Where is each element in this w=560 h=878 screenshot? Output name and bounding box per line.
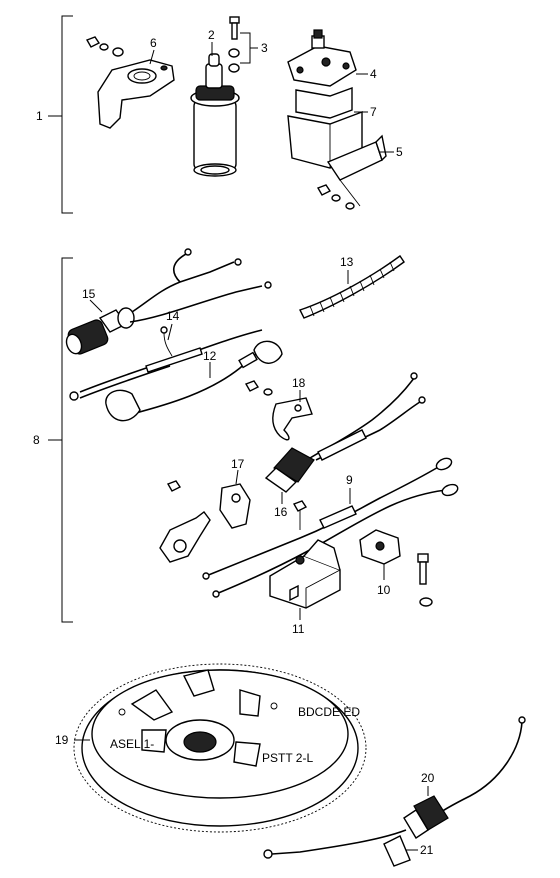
callout-2: 2: [208, 28, 215, 42]
flywheel-mark-upper: BDCDE ED: [298, 705, 360, 719]
callout-4: 4: [370, 67, 377, 81]
callout-3: 3: [261, 41, 268, 55]
callout-16: 16: [274, 505, 288, 519]
part-12-ht-lead: [105, 340, 283, 422]
callout-13: 13: [340, 255, 354, 269]
callout-9: 9: [346, 473, 353, 487]
part-4-relay-cap: [287, 29, 357, 87]
callout-12: 12: [203, 349, 217, 363]
part-13-sleeve: [299, 255, 405, 319]
callout-6: 6: [150, 36, 157, 50]
part-9-wire-harness: [202, 457, 459, 598]
callout-17: 17: [231, 457, 245, 471]
left-bracket-with-screw: [159, 480, 211, 563]
callout-18: 18: [292, 376, 306, 390]
callout-19: 19: [55, 733, 69, 747]
part-18-clamp: [244, 380, 313, 441]
part-7-relay: [287, 87, 363, 169]
flywheel-mark-right: PSTT 2-L: [262, 751, 313, 765]
part-3-bolt-washers: [228, 16, 240, 73]
part-10-bracket: [359, 529, 433, 607]
callout-21: 21: [420, 843, 434, 857]
callout-5: 5: [396, 145, 403, 159]
screw-near-9: [292, 500, 308, 530]
callout-14: 14: [166, 309, 180, 323]
part-6-bracket: [85, 36, 175, 129]
part-17-holder: [219, 483, 251, 529]
group-1-bracket: [48, 15, 73, 214]
flywheel-mark-left: ASEL 1-: [110, 737, 154, 751]
part-5-holder: [316, 134, 387, 210]
callout-8: 8: [33, 433, 40, 447]
callout-10: 10: [377, 583, 391, 597]
group-8-bracket: [48, 257, 73, 623]
callout-1: 1: [36, 109, 43, 123]
part-21-clip: [383, 835, 411, 867]
callout-15: 15: [82, 287, 96, 301]
callout-11: 11: [292, 622, 305, 636]
part-2-starter-motor: [190, 53, 240, 177]
part-20-lead-grommet: [263, 716, 526, 859]
callout-20: 20: [421, 771, 435, 785]
part-15-switch: [65, 248, 272, 355]
part-11-holder: [269, 539, 341, 609]
part-14-harness: [69, 326, 263, 401]
part-19-flywheel: [73, 663, 367, 833]
part-16-sensor: [264, 372, 426, 493]
callout-7: 7: [370, 105, 377, 119]
